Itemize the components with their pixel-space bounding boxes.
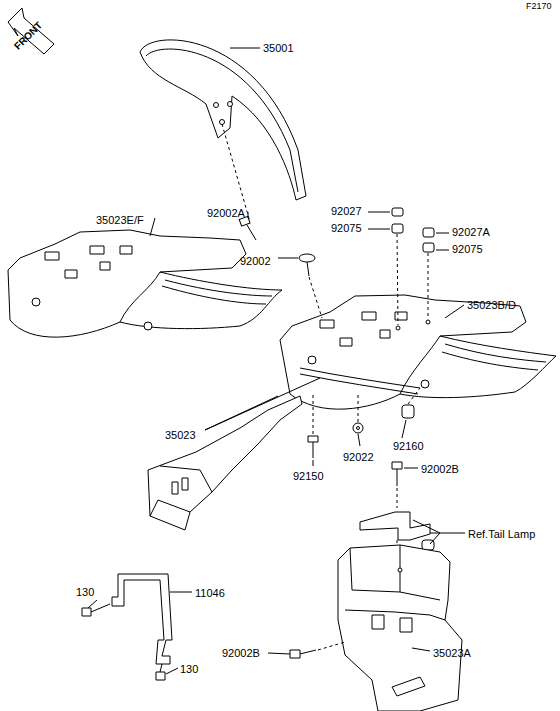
bolt: [392, 462, 402, 486]
callout-number: 130: [180, 663, 198, 675]
callout-number: 92002A: [207, 207, 245, 219]
callout-number: 35023: [165, 429, 196, 441]
bolt: [82, 604, 165, 680]
license-bracket: [338, 545, 462, 711]
callout-number: 92075: [452, 243, 483, 255]
reference-note: Ref.Tail Lamp: [468, 528, 535, 540]
callout-number: 92002B: [222, 647, 260, 659]
callout-number: 92027A: [452, 226, 490, 238]
callout-number: 92150: [293, 470, 324, 482]
under-tray: [148, 396, 302, 530]
callout-number: 35023E/F: [96, 214, 144, 226]
callout-number: F2170: [526, 1, 552, 11]
lamp-bracket: [360, 512, 434, 550]
bolt: [239, 216, 256, 240]
leader-line: [88, 48, 464, 674]
callout-number: 92075: [331, 222, 362, 234]
callout-number: 35023A: [433, 647, 471, 659]
grommet: [392, 208, 434, 252]
callout-number: 11046: [195, 587, 225, 599]
rear-fender-right: [280, 295, 556, 409]
front-arrow: [8, 8, 54, 54]
callout-number: 92160: [393, 440, 424, 452]
front-fender: [140, 40, 306, 200]
bolt: [290, 650, 316, 658]
callout-number: 35001: [263, 42, 294, 54]
callout-number: 92027: [331, 205, 362, 217]
callout-number: 130: [76, 586, 94, 598]
bolt: [299, 254, 315, 276]
callout-number: 92002: [240, 255, 271, 267]
callout-number: 92022: [343, 451, 374, 463]
rear-fender-left: [8, 230, 282, 337]
callout-number: 92002B: [421, 463, 459, 475]
bracket: [112, 574, 172, 664]
callout-number: 35023B/D: [467, 299, 516, 311]
